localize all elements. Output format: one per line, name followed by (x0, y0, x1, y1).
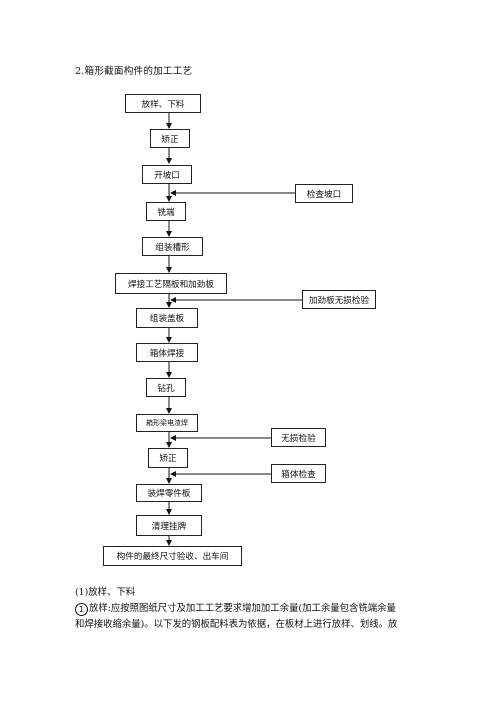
step-box-6: 焊接工艺隔板和加劲板 (115, 273, 227, 294)
step-box-8: 箱体焊接 (136, 343, 198, 362)
step-box-5: 组装槽形 (142, 237, 203, 256)
item-number-circle: 1 (75, 603, 88, 616)
step-box-10: 箱形梁电渣焊 (136, 414, 198, 432)
step-box-3: 开坡口 (142, 165, 192, 184)
paragraph-text-1: 放样:应按照图纸尺寸及加工工艺要求增加加工余量(加工余量包含铣端余量 (89, 603, 396, 614)
step-box-12: 装焊零件板 (136, 484, 202, 502)
inspection-box-3: 无损检验 (271, 428, 326, 447)
step-box-2: 矫正 (150, 129, 190, 148)
step-box-11: 矫正 (148, 448, 188, 468)
subsection-title: (1)放样、下料 (75, 587, 136, 598)
step-box-9: 钻孔 (146, 378, 186, 397)
step-box-14: 构件的最终尺寸验收、出车间 (103, 546, 242, 566)
section-heading: 2.箱形截面构件的加工工艺 (75, 66, 193, 77)
inspection-box-4: 箱体检查 (271, 464, 326, 483)
inspection-box-1: 检查坡口 (295, 184, 353, 203)
paragraph-line-2: 和焊接收缩余量)。以下发的钢板配料表为依据，在板材上进行放样、划线。放 (75, 619, 398, 630)
step-box-4: 铣端 (146, 202, 186, 221)
step-box-7: 组装盖板 (136, 308, 198, 328)
step-box-13: 清理挂牌 (136, 515, 202, 536)
inspection-box-2: 加劲板无损检验 (302, 290, 376, 309)
step-box-1: 放样、下料 (125, 94, 201, 113)
